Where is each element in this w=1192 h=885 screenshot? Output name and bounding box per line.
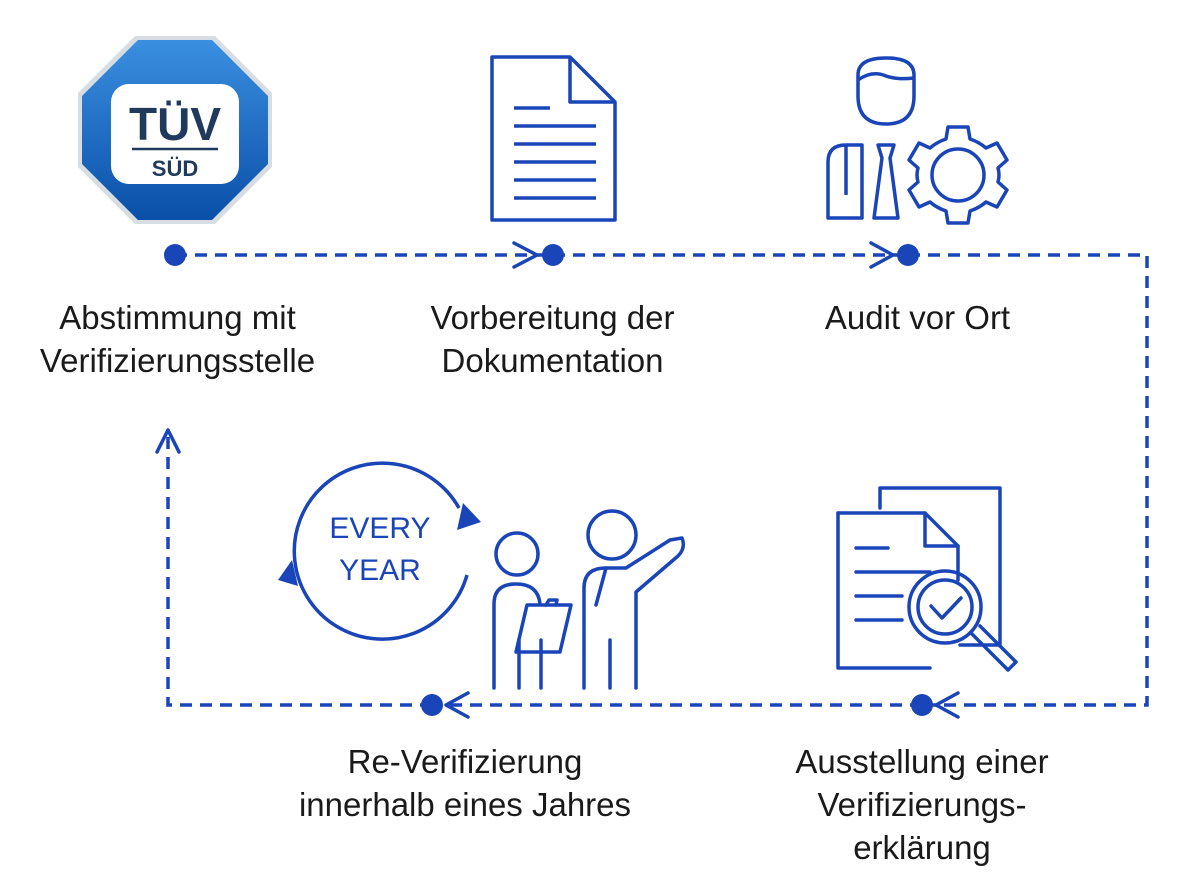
- document-icon: [490, 55, 617, 222]
- step-dots: [164, 244, 933, 716]
- people-presentation-icon: [492, 509, 686, 690]
- connector-5-1: [166, 432, 432, 707]
- step-5-dot: [421, 694, 443, 716]
- tuv-sud-logo: TÜV SÜD: [78, 36, 272, 224]
- step-5-label-line-1: Re-Verifizierung: [347, 743, 583, 780]
- cycle-text-every: EVERY: [329, 512, 430, 545]
- step-3-label: Audit vor Ort: [780, 296, 1055, 339]
- arrow-head-to-step-2: [512, 241, 539, 269]
- step-1-label-line-2: Verifizierungsstelle: [39, 342, 316, 379]
- step-4-label-line-1: Ausstellung einer: [795, 743, 1049, 780]
- step-2-dot: [542, 244, 564, 266]
- connector-3-4: [908, 253, 1149, 707]
- arrow-head-to-step-3: [869, 241, 895, 269]
- step-4-label: Ausstellung einer Verifizierungs- erklär…: [762, 740, 1082, 869]
- logo-text-tuv: TÜV: [129, 98, 221, 150]
- step-5-label-line-2: innerhalb eines Jahres: [298, 786, 632, 823]
- step-2-label-line-2: Dokumentation: [441, 342, 664, 379]
- step-4-dot: [911, 694, 933, 716]
- step-4-label-line-2: Verifizierungs-: [817, 786, 1027, 823]
- step-1-label-line-1: Abstimmung mit: [59, 299, 296, 336]
- cycle-text-year: YEAR: [339, 554, 421, 587]
- auditor-gear-icon: [826, 56, 1009, 225]
- step-2-label-line-1: Vorbereitung der: [430, 299, 675, 336]
- step-1-label: Abstimmung mit Verifizierungsstelle: [0, 296, 355, 382]
- every-year-cycle-icon: EVERY YEAR: [278, 461, 481, 641]
- step-1-dot: [164, 244, 186, 266]
- step-4-label-line-3: erklärung: [853, 829, 991, 866]
- arrow-head-to-step-4: [934, 691, 960, 719]
- step-2-label: Vorbereitung der Dokumentation: [400, 296, 705, 382]
- arrow-head-to-step-5: [444, 691, 470, 719]
- document-magnifier-check-icon: [836, 486, 1018, 672]
- arrow-head-to-step-1: [155, 428, 181, 454]
- flow-path: [166, 253, 1149, 707]
- step-3-dot: [897, 244, 919, 266]
- step-5-label: Re-Verifizierung innerhalb eines Jahres: [265, 740, 665, 826]
- arrowheads: [155, 241, 960, 719]
- step-3-label-line-1: Audit vor Ort: [824, 299, 1011, 336]
- logo-text-sud: SÜD: [152, 156, 198, 181]
